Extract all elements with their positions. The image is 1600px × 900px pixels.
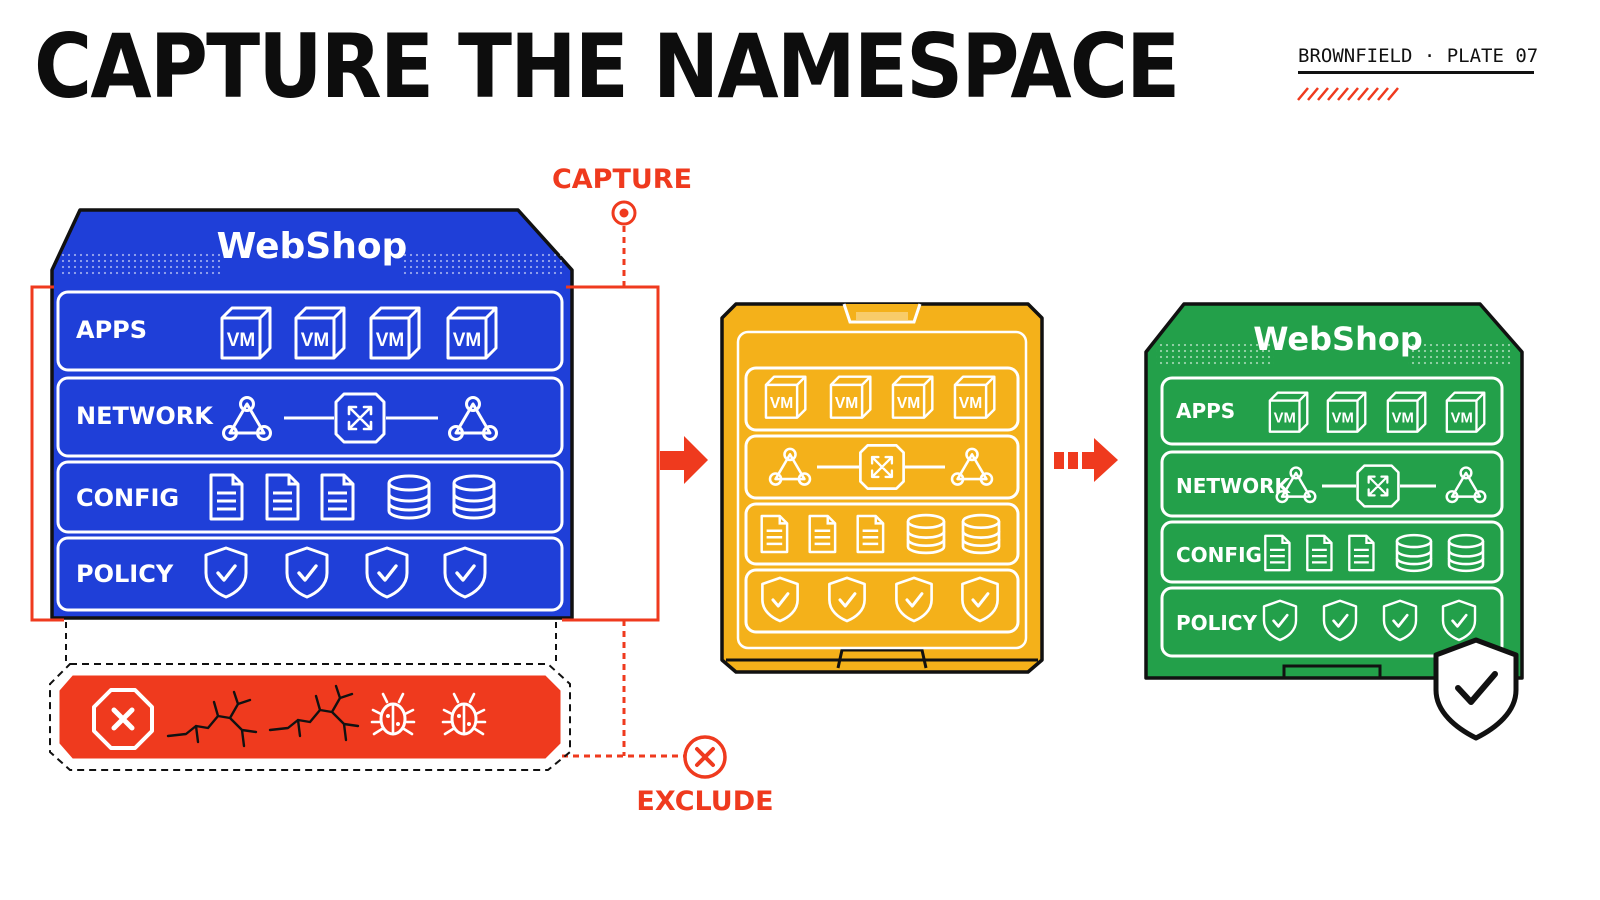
exclusion-guide — [65, 622, 557, 662]
source-row-network: NETWORK — [56, 376, 564, 458]
arrow-right-icon — [660, 436, 708, 484]
target-row-config: CONFIG — [1160, 520, 1504, 584]
capture-label: CAPTURE — [552, 164, 692, 195]
hatch-decoration — [1297, 87, 1399, 101]
source-row-label: NETWORK — [76, 402, 214, 430]
verified-shield-icon — [1433, 637, 1519, 741]
target-row-policy: POLICY — [1160, 586, 1504, 658]
plate-label: BROWNFIELD · PLATE 07 — [1298, 45, 1539, 67]
capture-target-icon — [611, 200, 637, 226]
source-row-policy: POLICY — [56, 536, 564, 612]
target-row-label: NETWORK — [1176, 474, 1292, 498]
source-namespace-panel: WebShop APPS NETWORK — [50, 208, 574, 620]
page-title: CAPTURE THE NAMESPACE — [34, 15, 1180, 118]
captured-package-panel — [720, 302, 1044, 674]
source-row-label: APPS — [76, 316, 147, 344]
plate-rule — [1298, 71, 1534, 74]
target-namespace-panel: WebShop APPS NETWORK CONFIG — [1144, 302, 1524, 680]
exclude-label: EXCLUDE — [636, 786, 773, 817]
target-row-label: POLICY — [1176, 611, 1258, 635]
source-title: WebShop — [217, 226, 408, 267]
error-x-icon — [92, 688, 154, 750]
source-row-apps: APPS — [56, 290, 564, 372]
source-row-label: CONFIG — [76, 484, 179, 512]
source-row-config: CONFIG — [56, 460, 564, 534]
target-row-label: CONFIG — [1176, 543, 1262, 567]
exclude-x-icon — [683, 735, 727, 779]
arrow-right-dashed-icon — [1054, 438, 1118, 482]
target-title: WebShop — [1253, 320, 1422, 358]
excluded-layer — [49, 663, 571, 771]
capture-bracket — [30, 226, 684, 758]
target-row-apps: APPS — [1160, 376, 1504, 446]
source-row-label: POLICY — [76, 560, 174, 588]
target-row-label: APPS — [1176, 399, 1235, 423]
target-row-network: NETWORK — [1160, 450, 1504, 518]
